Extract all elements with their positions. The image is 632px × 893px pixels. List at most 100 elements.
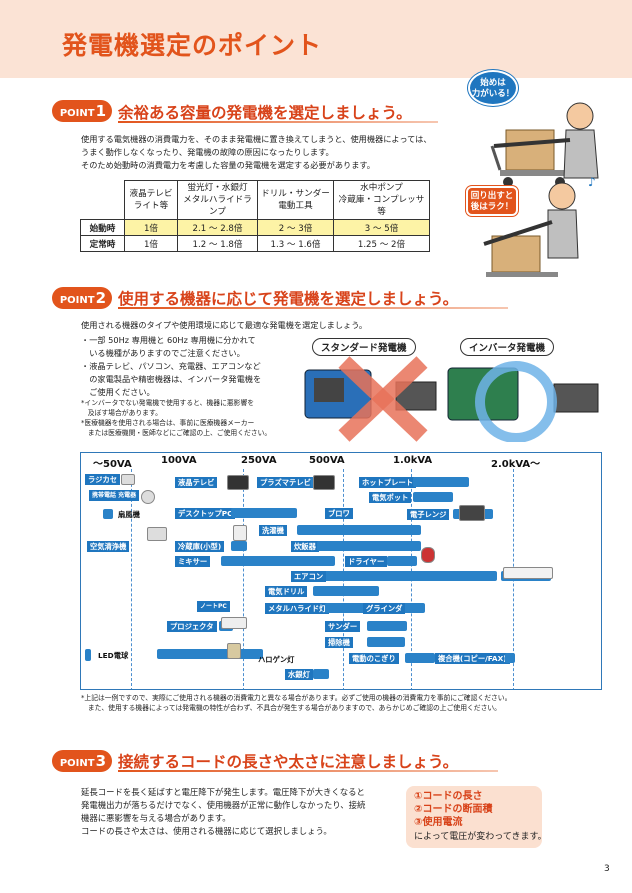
item-halogen: ハロゲン灯 [258, 655, 295, 664]
range-bar [317, 541, 421, 551]
item-aircon: エアコン [291, 571, 327, 582]
dryer-icon [421, 547, 435, 563]
range-bar [405, 653, 435, 663]
page-number: 3 [604, 864, 610, 874]
item-fan: 扇風機 [118, 510, 140, 519]
range-bar [367, 621, 407, 631]
point-2-heading: 使用する機器に応じて発電機を選定しましょう。 [118, 290, 459, 308]
plasma-tv-icon [313, 475, 335, 490]
point-1-badge: POINT1 [52, 100, 112, 122]
item-grinder: グラインダ [363, 603, 406, 614]
item-hotplate: ホットプレート [359, 477, 417, 488]
item-desktop: デスクトップPC [175, 508, 236, 519]
chart-footnote: *上記は一例ですので、実際にご使用される機器の消費電力と異なる場合があります。必… [81, 694, 512, 712]
ok-mark-icon [475, 361, 557, 442]
worker-cart-illustration: ♪ [483, 102, 599, 277]
range-bar [413, 477, 469, 487]
worker-bottom: ♪ [483, 175, 596, 277]
heading-underline [118, 770, 498, 772]
table-cell: 1.2 ～ 1.8倍 [177, 235, 258, 252]
item-projector: プロジェクタ [167, 621, 217, 632]
grid-line [243, 469, 244, 689]
range-bar [367, 637, 405, 647]
range-bar [157, 649, 263, 659]
item-blower: ブロワ [325, 508, 353, 519]
axis-label: 100VA [161, 455, 197, 466]
header-band [0, 0, 632, 78]
row-label: 始動時 [80, 219, 125, 236]
power-chart: ～50VA 100VA 250VA 500VA 1.0kVA 2.0kVA～ ラ… [80, 452, 602, 690]
item-plasma-tv: プラズマテレビ [257, 477, 314, 488]
col-header: 液晶テレビライト等 [124, 180, 178, 220]
point-badge-word: POINT [59, 108, 95, 119]
point-2-bullets: ・一部 50Hz 専用機と 60Hz 専用機に分かれて いる機種がありますのでご… [81, 335, 262, 397]
range-bar [231, 541, 247, 551]
item-copier: 複合機(コピー/FAX) [435, 653, 510, 664]
item-vacuum: 掃除機 [325, 637, 353, 648]
range-bar [103, 509, 113, 519]
inverter-generator-icon [447, 367, 599, 421]
laptop-icon [147, 527, 167, 541]
col-header: 蛍光灯・水銀灯メタルハライドランプ [177, 180, 258, 220]
item-air-purifier: 空気清浄機 [87, 541, 130, 552]
table-cell: 2 ～ 3倍 [257, 219, 334, 236]
range-bar [85, 649, 91, 661]
point-2-intro: 使用される機器のタイプや使用環境に応じて最適な発電機を選定しましょう。 [81, 320, 368, 330]
point-1-body: 使用する電気機器の消費電力を、そのまま発電機に置き換えてしまうと、使用機器によっ… [81, 133, 461, 172]
range-bar [297, 525, 421, 535]
projector-icon [221, 617, 247, 629]
point-2-badge: POINT2 [52, 287, 112, 309]
axis-label: ～50VA [93, 459, 132, 470]
heading-underline [118, 307, 508, 309]
item-dryer: ドライヤー [345, 556, 388, 567]
speech-bubble-top: 始めは力がいる！ [468, 70, 518, 106]
radio-icon [121, 474, 135, 485]
generator-comparison-illustration [304, 356, 599, 442]
item-fridge: 冷蔵庫(小型) [175, 541, 225, 552]
axis-label: 500VA [309, 455, 345, 466]
table-cell: 2.1 ～ 2.8倍 [177, 219, 258, 236]
cord-factor: ③使用電流 [414, 817, 463, 828]
point-3-body: 延長コードを長く延ばすと電圧降下が発生します。電圧降下が大きくなると発電機出力が… [81, 787, 366, 836]
range-bar [505, 653, 515, 663]
item-metal-halide: メタルハライド灯 [265, 603, 330, 614]
cord-factors-box [406, 786, 542, 848]
cord-factor-tail: によって電圧が変わってきます。 [414, 832, 547, 842]
fridge-icon [233, 525, 247, 541]
point-3-heading: 接続するコードの長さや太さに注意しましょう。 [118, 753, 459, 771]
grid-line [131, 469, 132, 689]
point-badge-number: 1 [95, 102, 106, 120]
point-2-notes: *インバータでない発電機で使用すると、機器に悪影響を 及ぼす場合があります。 *… [81, 399, 272, 437]
item-mercury: 水銀灯 [285, 669, 313, 680]
table-corner [81, 181, 125, 220]
axis-label: 250VA [241, 455, 277, 466]
body-line: そのため始動時の消費電力を考慮した容量の発電機を選定する必要があります。 [81, 160, 375, 170]
range-bar [231, 508, 297, 518]
worker-top [490, 102, 599, 187]
aircon-icon [503, 567, 553, 579]
range-bar [413, 492, 453, 502]
item-kettle: 電気ポット [369, 492, 412, 503]
range-bar [221, 556, 335, 566]
item-notepc: ノートPC [197, 601, 230, 612]
range-bar [317, 571, 497, 581]
cord-factors-list: ①コードの長さ ②コードの断面積 ③使用電流 によって電圧が変わってきます。 [414, 790, 547, 842]
item-sander: サンダー [325, 621, 361, 632]
microwave-icon [459, 505, 485, 521]
point-1-heading: 余裕ある容量の発電機を選定しましょう。 [118, 104, 412, 122]
inverter-generator-label: インバータ発電機 [460, 338, 555, 356]
item-chainsaw: 電動のこぎり [349, 653, 399, 664]
item-rice: 炊飯器 [291, 541, 319, 552]
table-cell: 1.3 ～ 1.6倍 [257, 235, 334, 252]
heading-underline [118, 121, 438, 123]
table-cell: 1.25 ～ 2倍 [333, 235, 430, 252]
capacity-table: 液晶テレビライト等 蛍光灯・水銀灯メタルハライドランプ ドリル・サンダー電動工具… [80, 180, 430, 252]
table-row: 定常時 1倍 1.2 ～ 1.8倍 1.3 ～ 1.6倍 1.25 ～ 2倍 [80, 235, 430, 252]
item-led: LED電球 [98, 651, 129, 660]
row-label: 定常時 [80, 235, 125, 252]
svg-text:♪: ♪ [588, 175, 596, 189]
item-microwave: 電子レンジ [407, 509, 450, 520]
body-line: 使用する電気機器の消費電力を、そのまま発電機に置き換えてしまうと、使用機器によっ… [81, 134, 432, 144]
table-cell: 1倍 [124, 219, 178, 236]
no-mark-icon [338, 356, 428, 442]
